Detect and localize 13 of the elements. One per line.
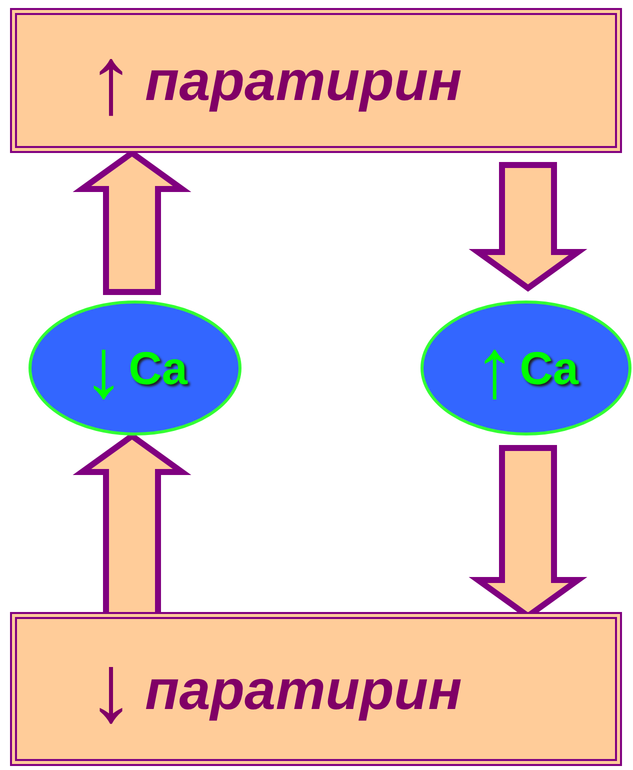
ellipse-node xyxy=(420,300,632,436)
node-label: паратирин xyxy=(145,656,462,722)
direction-arrow: ↓ xyxy=(87,641,135,737)
direction-arrow: ↑ xyxy=(87,32,135,128)
block-arrow xyxy=(468,162,588,292)
element-label: Ca xyxy=(128,341,188,395)
process-box xyxy=(10,612,622,766)
element-label: Ca xyxy=(520,341,578,395)
process-box xyxy=(10,8,622,153)
ellipse-node xyxy=(28,300,242,436)
node-label: паратирин xyxy=(145,48,462,113)
direction-arrow: ↑ xyxy=(474,326,516,410)
direction-arrow: ↓ xyxy=(82,326,125,410)
